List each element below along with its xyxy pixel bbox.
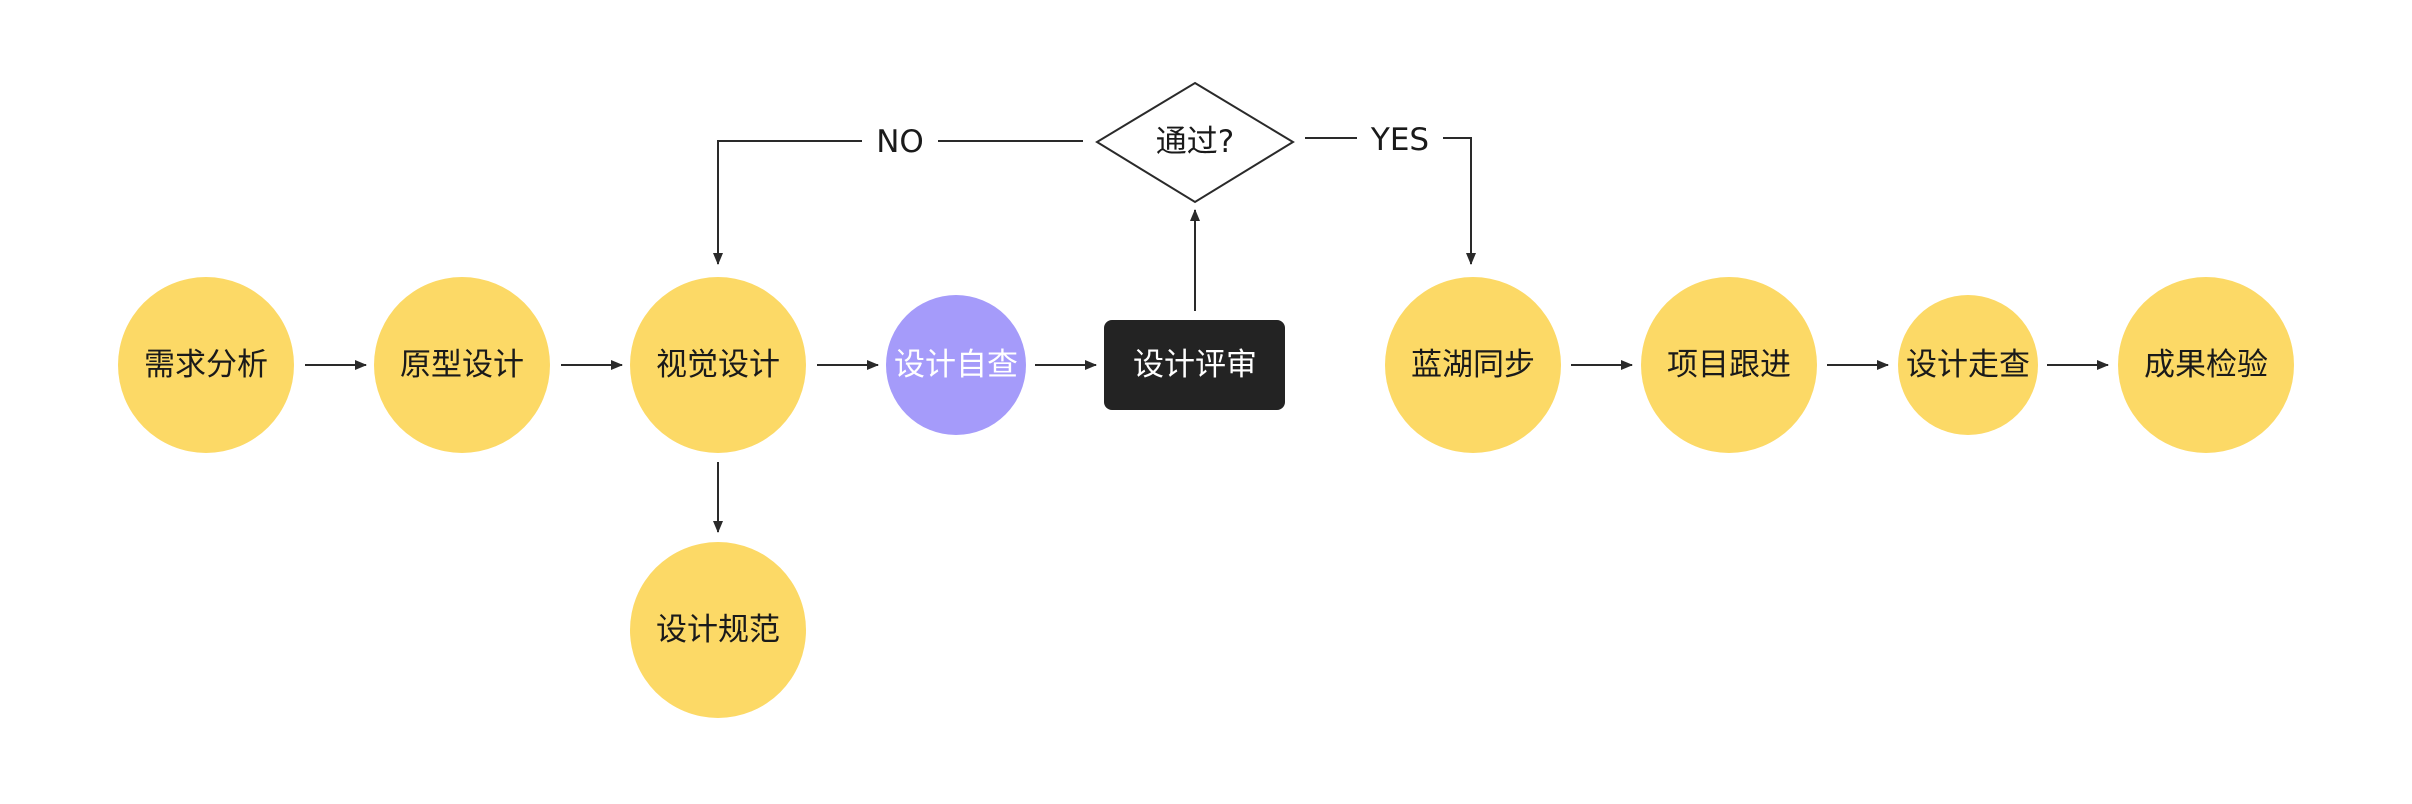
node-lanhu-sync: 蓝湖同步 [1385, 277, 1561, 453]
node-design-walkthrough: 设计走查 [1898, 295, 2038, 435]
node-design-walkthrough-text: 设计走查 [1906, 347, 2030, 383]
node-requirement-analysis: 需求分析 [118, 277, 294, 453]
node-design-review-text: 设计评审 [1133, 347, 1257, 383]
node-prototype-design-text: 原型设计 [400, 347, 524, 383]
node-project-follow-up: 项目跟进 [1641, 277, 1817, 453]
node-visual-design-text: 视觉设计 [656, 347, 780, 383]
node-result-verification-text: 成果检验 [2144, 347, 2268, 383]
node-result-verification: 成果检验 [2118, 277, 2294, 453]
node-design-self-check: 设计自查 [886, 295, 1026, 435]
node-design-self-check-text: 设计自查 [894, 347, 1018, 383]
decision-node: 通过? [1095, 81, 1295, 204]
node-lanhu-sync-text: 蓝湖同步 [1411, 347, 1535, 383]
decision-text: 通过? [1156, 124, 1234, 160]
node-design-spec-text: 设计规范 [656, 612, 780, 648]
node-project-follow-up-text: 项目跟进 [1667, 347, 1791, 383]
edge-decision-no-to-visual [713, 140, 1083, 265]
yes-label: YES [1370, 122, 1429, 158]
node-visual-design: 视觉设计 [630, 277, 806, 453]
node-design-review: 设计评审 [1104, 320, 1285, 410]
node-design-spec: 设计规范 [630, 542, 806, 718]
node-requirement-analysis-text: 需求分析 [144, 347, 268, 383]
branch-labels: NO YES [862, 119, 1443, 163]
node-prototype-design: 原型设计 [374, 277, 550, 453]
no-label: NO [876, 124, 924, 160]
